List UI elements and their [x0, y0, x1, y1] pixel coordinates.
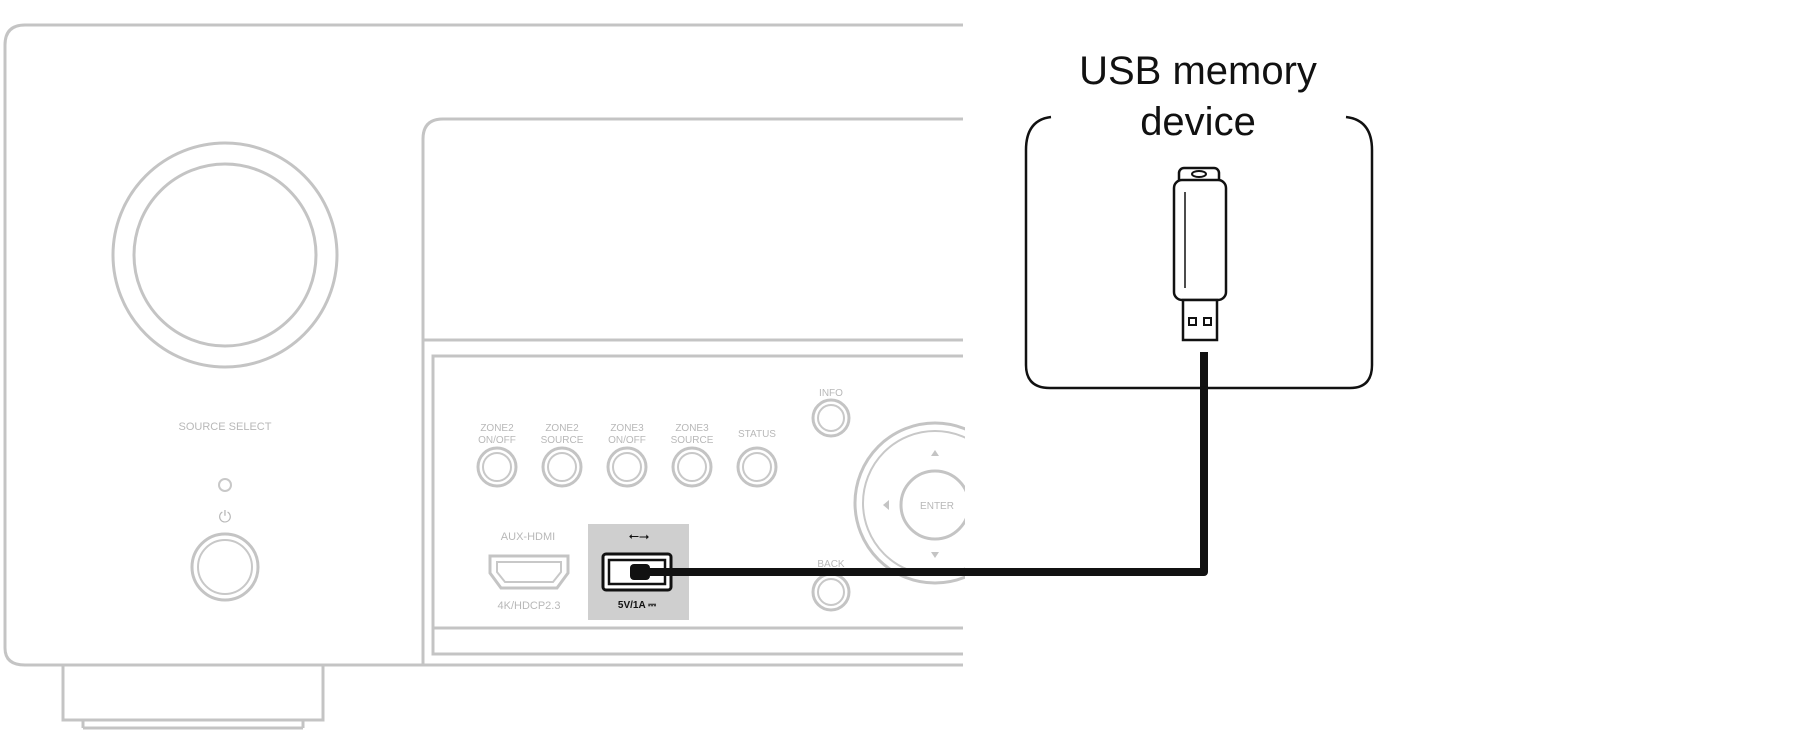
callout-title-line1: USB memory: [1079, 49, 1317, 93]
info-button[interactable]: [811, 398, 851, 438]
button-label-line2: ON/OFF: [608, 435, 646, 446]
enter-button[interactable]: [899, 469, 969, 541]
status-button-group: STATUS: [736, 429, 778, 488]
control-panel-frame-inner: [431, 354, 963, 656]
cursor-pad: ENTER: [853, 421, 1015, 585]
aux-hdmi-port-inner: [496, 561, 562, 583]
aux-hdmi-port[interactable]: [488, 554, 570, 590]
zone2-on-off-button[interactable]: [476, 446, 518, 488]
usb-cable: [636, 352, 1208, 576]
button-label-line2: ON/OFF: [478, 435, 516, 446]
display-panel-outline: [421, 117, 963, 665]
button-label-line2: SOURCE: [541, 435, 584, 446]
status-button[interactable]: [736, 446, 778, 488]
flash-drive-body: [1172, 178, 1228, 302]
aux-hdmi-label: AUX-HDMI: [501, 531, 555, 543]
zone3-source-button[interactable]: [671, 446, 713, 488]
button-label-line1: STATUS: [738, 429, 776, 440]
hdmi-spec-label: 4K/HDCP2.3: [498, 600, 561, 612]
button-label-line1: ZONE2: [480, 423, 514, 434]
cursor-up-arrow-icon: [931, 450, 939, 456]
zone3-source-button-group: ZONE3 SOURCE: [671, 423, 714, 488]
zone-button-row: ZONE2 ON/OFF ZONE2 SOURCE ZONE3 ON/OFF Z…: [476, 423, 778, 488]
zone2-source-button[interactable]: [541, 446, 583, 488]
button-label-line1: ZONE2: [545, 423, 579, 434]
cursor-left-arrow-icon: [883, 500, 889, 510]
usb-plug-in-port: [630, 564, 650, 580]
source-select-knob-outer[interactable]: [111, 141, 339, 369]
zone2-source-button-group: ZONE2 SOURCE: [541, 423, 584, 488]
enter-label: ENTER: [920, 501, 954, 512]
receiver-front-panel: SOURCE SELECT ⏻ ZONE2 ON/OFF ZONE2 SOURC…: [3, 23, 1015, 730]
source-select-label: SOURCE SELECT: [179, 421, 272, 433]
standby-indicator-led: [218, 478, 232, 492]
power-symbol-icon: ⏻: [219, 509, 232, 526]
usb-rating-label: 5V/1A ⎓: [618, 600, 656, 611]
callout-title-line2: device: [1140, 100, 1256, 144]
button-label-line1: ZONE3: [610, 423, 644, 434]
zone2-on-off-button-group: ZONE2 ON/OFF: [476, 423, 518, 488]
button-label-line2: SOURCE: [671, 435, 714, 446]
info-label: INFO: [819, 388, 843, 399]
power-button[interactable]: [190, 532, 260, 602]
usb-flash-drive-icon: [1172, 166, 1228, 342]
cursor-down-arrow-icon: [931, 552, 939, 558]
source-select-knob-inner[interactable]: [132, 162, 318, 348]
usb-memory-callout: USB memory device: [1024, 49, 1374, 390]
zone3-on-off-button[interactable]: [606, 446, 648, 488]
back-label: BACK: [817, 559, 845, 570]
power-button-inner: [197, 539, 253, 595]
button-label-line1: ZONE3: [675, 423, 709, 434]
zone3-on-off-button-group: ZONE3 ON/OFF: [606, 423, 648, 488]
receiver-foot: [61, 665, 325, 722]
cursor-ring-outer[interactable]: [853, 421, 1015, 585]
usb-symbol-icon: ⭠⭢: [629, 528, 650, 543]
callout-frame: [1024, 115, 1374, 390]
receiver-body-outline: [3, 23, 963, 667]
